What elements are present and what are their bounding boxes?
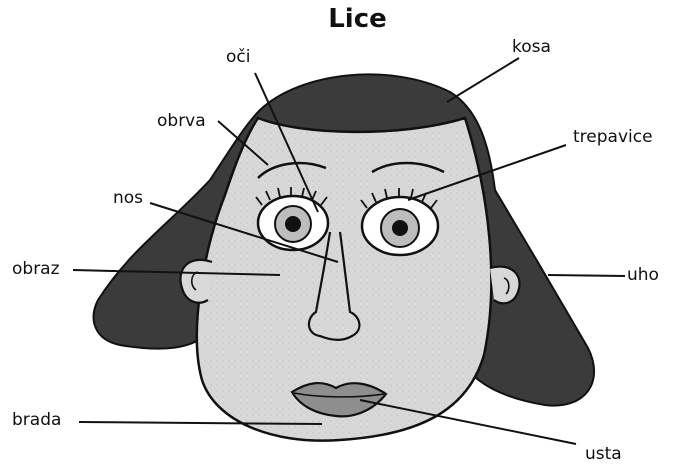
label-obraz: obraz [12,261,60,278]
left-eye [258,196,328,250]
label-nos: nos [113,190,143,207]
label-kosa: kosa [512,39,551,56]
label-usta: usta [585,446,622,463]
label-trepavice: trepavice [573,129,653,146]
right-ear [490,267,520,304]
label-obrva: obrva [157,113,206,130]
label-uho: uho [627,267,659,284]
left-ear [180,260,212,303]
label-oci: oči [226,49,250,66]
label-brada: brada [12,412,61,429]
diagram-title: Lice [0,4,680,34]
right-eye [362,197,438,255]
